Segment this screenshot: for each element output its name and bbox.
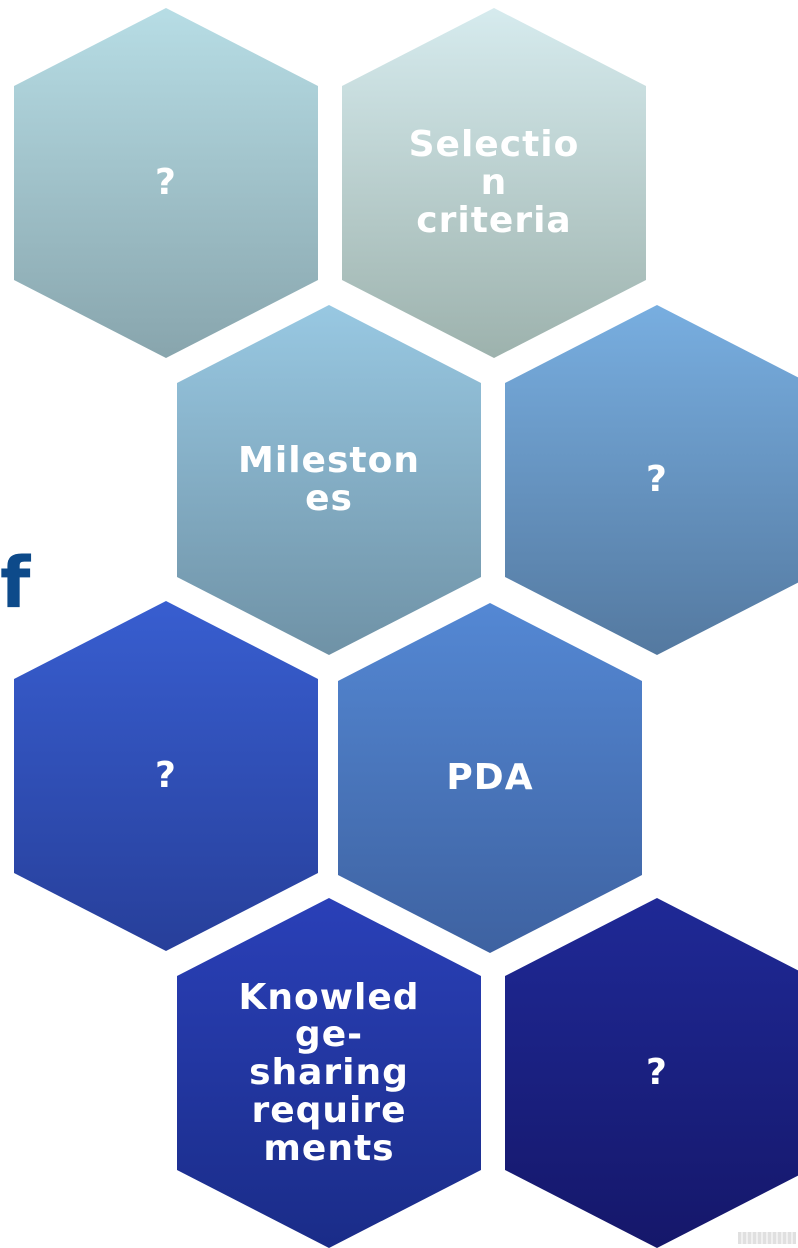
- hex-4-shape: [505, 305, 798, 655]
- hex-6-shape: [338, 603, 642, 953]
- hex-7-label: Knowled ge- sharing require ments: [238, 976, 420, 1169]
- hex-1-label: ?: [155, 162, 177, 204]
- hex-2-label: Selectio n criteria: [408, 124, 580, 241]
- hex-8-shape: [505, 898, 798, 1248]
- hex-5-shape: [14, 601, 318, 951]
- hex-6-label: PDA: [446, 757, 534, 799]
- hex-1-shape: [14, 8, 318, 358]
- hex-2-shape: [342, 8, 646, 358]
- hex-7-shape: [177, 898, 481, 1248]
- side-glyph: f: [0, 542, 31, 624]
- hex-4-label: ?: [646, 459, 668, 501]
- hex-3-label: Mileston es: [238, 440, 420, 519]
- hex-8-label: ?: [646, 1052, 668, 1094]
- corner-mark: [738, 1232, 796, 1244]
- hex-3-shape: [177, 305, 481, 655]
- hex-5-label: ?: [155, 755, 177, 797]
